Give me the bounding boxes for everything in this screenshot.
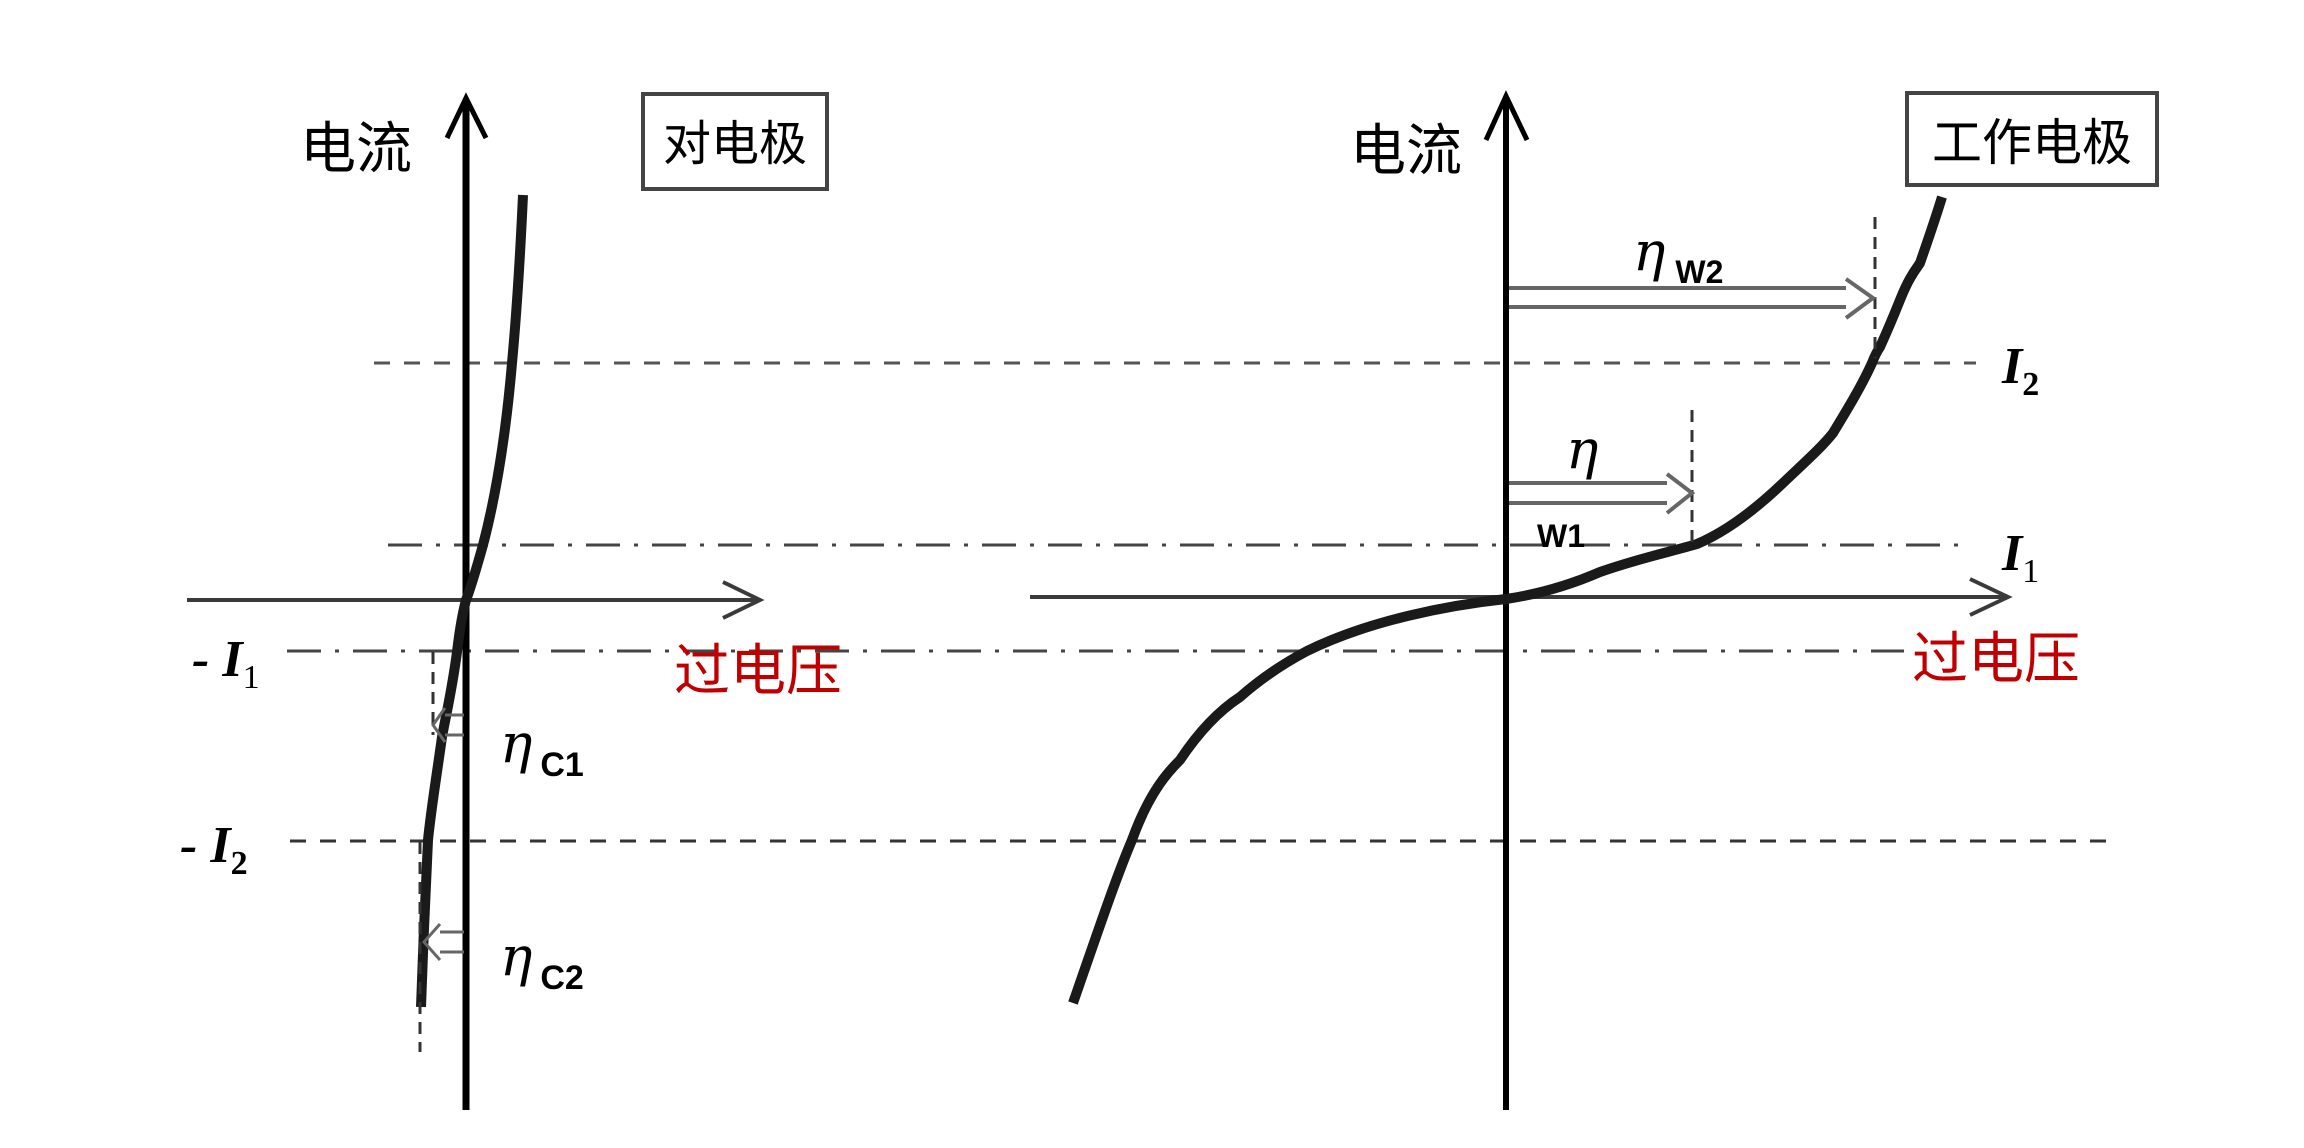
eta-c1-arrow [431, 707, 464, 743]
eta-w2-arrow [1509, 277, 1877, 320]
neg-i1-label: - I1 [192, 631, 260, 696]
right-x-axis-arrowhead [1969, 577, 2013, 617]
right-y-axis-arrowhead [1483, 90, 1530, 142]
left-x-axis-arrowhead [722, 580, 765, 620]
working-electrode-curve [1068, 195, 1947, 1005]
eta-c2-arrow [421, 923, 464, 961]
counter-electrode-label-box [641, 92, 829, 191]
counter-electrode-label: 对电极 [663, 116, 807, 172]
working-electrode-label-box [1905, 91, 2159, 187]
i2-label: I2 [2001, 338, 2039, 403]
left-y-axis-arrowhead [444, 92, 489, 140]
left-x-axis-label: 过电压 [674, 639, 842, 704]
reference-lines [287, 361, 2118, 843]
eta-w1-subscript: W1 [1537, 518, 1585, 554]
right-y-axis-label: 电流 [1350, 119, 1462, 184]
left-y-axis-label: 电流 [300, 117, 412, 182]
right-x-axis-label: 过电压 [1912, 627, 2080, 692]
eta-w1-symbol: η [1566, 418, 1598, 481]
counter-electrode-curve [416, 194, 528, 1008]
neg-i2-label: - I2 [180, 817, 248, 882]
eta-w1-arrow [1509, 472, 1696, 515]
i1-label: I1 [2001, 525, 2039, 590]
working-electrode-label: 工作电极 [1932, 114, 2132, 172]
